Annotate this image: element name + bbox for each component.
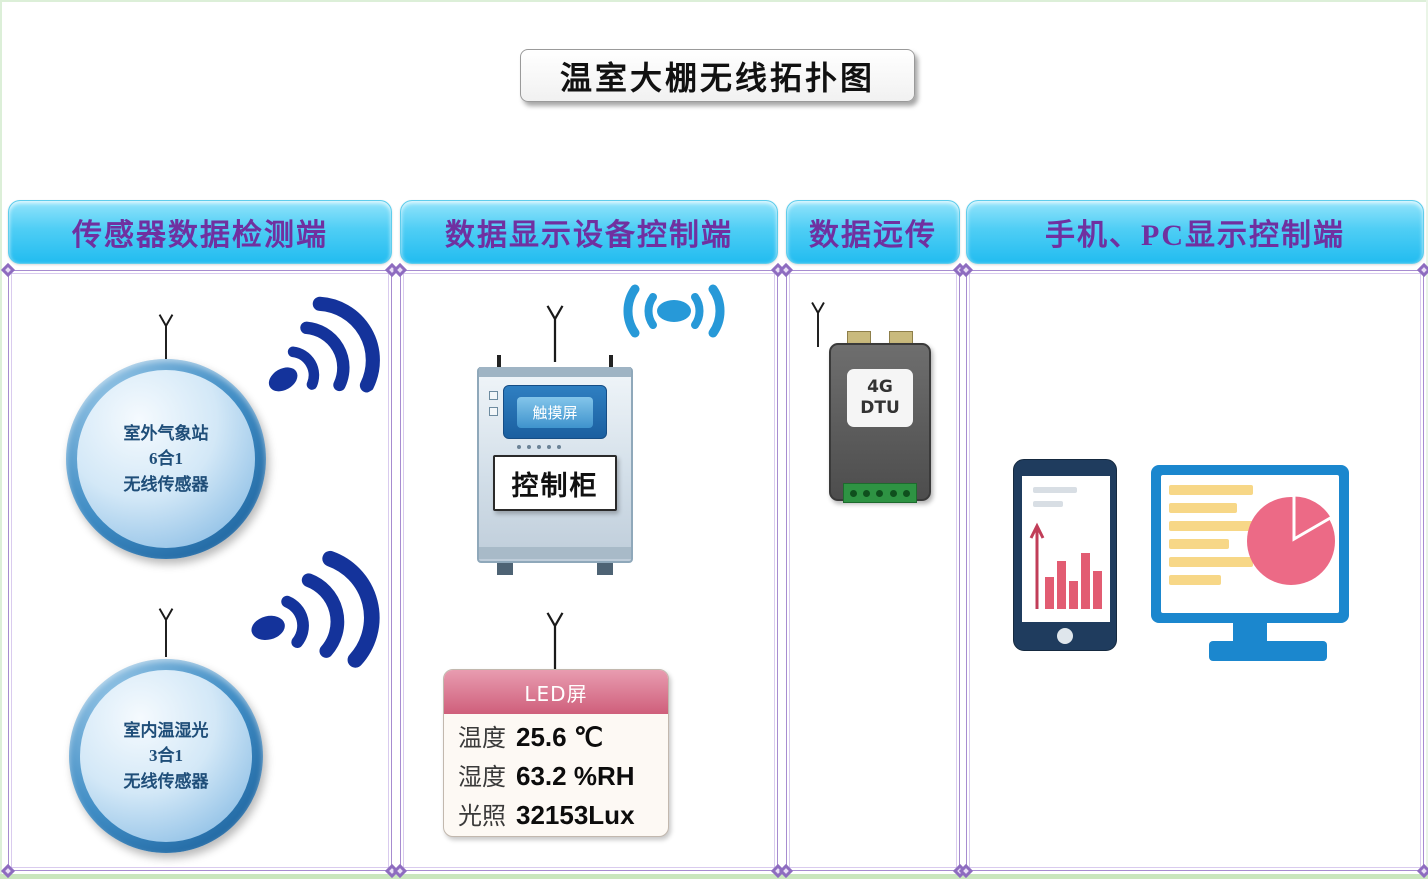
touch-screen-label: 触摸屏	[517, 396, 593, 428]
page-frame-left	[0, 0, 2, 879]
touch-screen: 触摸屏	[503, 385, 607, 439]
page-frame-bottom	[0, 874, 1428, 879]
sensor-kind: 无线传感器	[123, 771, 209, 791]
pie-chart-icon	[1247, 493, 1335, 585]
column-header-label: 数据远传	[809, 219, 937, 252]
document-lines-icon	[1169, 485, 1253, 585]
phone-home-button	[1057, 628, 1073, 644]
led-row-temperature: 温度 25.6 ℃	[458, 718, 654, 757]
antenna-icon	[546, 612, 564, 669]
column-header-label: 传感器数据检测端	[72, 219, 328, 252]
cabinet-nameplate-text: 控制柜	[511, 470, 599, 501]
led-display-panel: LED屏 温度 25.6 ℃ 湿度 63.2 %RH 光照 32153Lux	[443, 669, 669, 837]
monitor-stand-base	[1209, 641, 1327, 661]
column-header-sensor-detection: 传感器数据检测端	[8, 200, 392, 264]
cabinet-foot	[497, 563, 513, 575]
wireless-signal-icon	[251, 550, 380, 668]
cabinet-button	[489, 407, 498, 416]
bar-chart-icon	[1029, 487, 1102, 609]
column-header-display-control: 数据显示设备控制端	[400, 200, 778, 264]
column-display-control: 触摸屏 控制柜 LED屏 温度 25.6 ℃	[392, 262, 786, 879]
cabinet-bottom-bar	[479, 547, 631, 559]
dtu-terminal-block	[843, 483, 917, 503]
diagram-title: 温室大棚无线拓扑图	[559, 59, 875, 96]
dtu-nameplate-line1: 4G	[867, 376, 893, 397]
cabinet-knob	[497, 355, 501, 369]
column-header-label: 数据显示设备控制端	[445, 219, 733, 252]
led-panel-body: 温度 25.6 ℃ 湿度 63.2 %RH 光照 32153Lux	[444, 714, 668, 835]
antenna-icon	[158, 314, 174, 363]
pc-monitor-screen	[1161, 475, 1339, 613]
outdoor-sensor-label: 室外气象站 6合1 无线传感器	[124, 421, 209, 498]
dtu-nameplate-line2: DTU	[860, 398, 900, 418]
monitor-stand-neck	[1233, 623, 1267, 643]
cabinet-button	[489, 391, 498, 400]
page-frame-top	[0, 0, 1428, 2]
diagram-title-box: 温室大棚无线拓扑图	[520, 49, 915, 102]
indoor-sensor-label: 室内温湿光 3合1 无线传感器	[124, 718, 209, 795]
cabinet-nameplate: 控制柜	[493, 455, 617, 511]
sensor-type: 3合1	[149, 746, 183, 766]
sensor-name: 室内温湿光	[123, 720, 209, 740]
led-row-value: 32153Lux	[516, 800, 635, 830]
antenna-icon	[546, 305, 564, 362]
control-cabinet-device: 触摸屏 控制柜	[477, 355, 633, 575]
column-phone-pc	[958, 262, 1428, 879]
led-row-light: 光照 32153Lux	[458, 796, 654, 835]
wireless-signal-icon	[268, 296, 380, 393]
column-sensor-detection: 室外气象站 6合1 无线传感器 室内温湿光 3合1 无线传感器	[0, 262, 400, 879]
led-panel-title: LED屏	[524, 681, 588, 706]
led-row-label: 温度	[458, 726, 506, 752]
sensor-kind: 无线传感器	[123, 474, 209, 494]
sensor-name: 室外气象站	[123, 423, 209, 443]
sensor-type: 6合1	[149, 449, 183, 469]
pc-monitor-icon	[1151, 465, 1349, 623]
antenna-icon	[158, 608, 174, 657]
cabinet-vents	[517, 445, 561, 449]
led-panel-header: LED屏	[444, 670, 668, 714]
smartphone-screen	[1022, 476, 1110, 622]
column-header-label: 手机、PC显示控制端	[1045, 219, 1345, 252]
column-header-remote-transmission: 数据远传	[786, 200, 960, 264]
outdoor-sensor-node: 室外气象站 6合1 无线传感器	[66, 359, 266, 559]
antenna-icon	[811, 302, 825, 347]
cabinet-knob	[609, 355, 613, 369]
led-row-label: 光照	[458, 804, 506, 830]
smartphone-icon	[1013, 459, 1117, 651]
cabinet-foot	[597, 563, 613, 575]
indoor-sensor-node: 室内温湿光 3合1 无线传感器	[69, 659, 263, 853]
broadcast-signal-icon	[623, 284, 725, 338]
column-remote-transmission: 4G DTU	[778, 262, 968, 879]
monitor-screen-content	[1169, 485, 1335, 585]
dtu-nameplate: 4G DTU	[847, 369, 913, 427]
column-header-phone-pc: 手机、PC显示控制端	[966, 200, 1424, 264]
led-row-label: 湿度	[458, 765, 506, 791]
corner-ornament	[0, 262, 16, 278]
cabinet-top-bar	[479, 367, 631, 377]
led-row-value: 63.2 %RH	[516, 761, 635, 791]
led-row-humidity: 湿度 63.2 %RH	[458, 757, 654, 796]
led-row-value: 25.6 ℃	[516, 722, 604, 752]
page-frame-right	[1426, 0, 1428, 879]
